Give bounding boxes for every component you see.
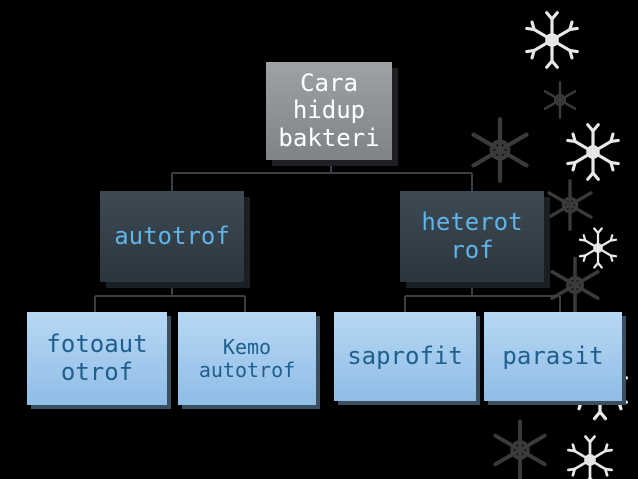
kemoautotrof-node: Kemo autotrof <box>178 312 316 405</box>
parasit-node: parasit <box>484 312 622 401</box>
root-node: Cara hidup bakteri <box>266 62 392 160</box>
fotoautotrof-node: fotoaut otrof <box>27 312 167 405</box>
saprofit-node: saprofit <box>334 312 476 401</box>
heterotrof-node: heterot rof <box>400 191 544 282</box>
autotrof-node: autotrof <box>100 191 244 282</box>
